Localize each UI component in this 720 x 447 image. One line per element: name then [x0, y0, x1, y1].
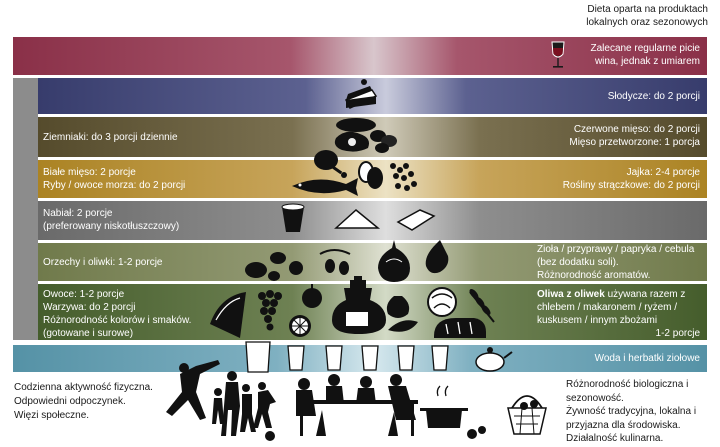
- potatoes-icon: [370, 130, 397, 153]
- fruit-right-2: chlebem / makaronem / ryżem /: [537, 302, 678, 313]
- water-glass-icon: [245, 341, 271, 373]
- legumes-icon: [390, 163, 417, 191]
- garlic-icon: [425, 240, 449, 274]
- bottom-right-4: przyjazna dla środowiska.: [566, 419, 681, 431]
- dairy-line-2: (preferowany niskotłuszczowy): [43, 221, 180, 232]
- nuts-left: Orzechy i oliwki: 1-2 porcje: [43, 257, 163, 268]
- fish-right: Jajka: 2-4 porcje Rośliny strączkowe: do…: [500, 166, 700, 192]
- cheese-icon: [334, 209, 436, 231]
- bread-icon: [434, 318, 486, 338]
- meat-right-1: Czerwone mięso: do 2 porcji: [573, 124, 700, 135]
- fruit-left: Owoce: 1-2 porcje Warzywa: do 2 porcji R…: [43, 288, 191, 340]
- bottom-right-1: Różnorodność biologiczna i: [566, 379, 689, 390]
- teapot-icon: [475, 347, 513, 372]
- bottom-left-2: Odpowiedni odpoczynek.: [14, 396, 126, 407]
- activity-people-icon: [166, 360, 276, 441]
- header-line-1: Dieta oparta na produktach: [587, 4, 708, 15]
- grapes-icon: [258, 290, 282, 331]
- fruit-left-2: Warzywa: do 2 porcji: [43, 302, 136, 313]
- dairy-line-1: Nabiał: 2 porcje: [43, 208, 113, 219]
- nuts-right-3: Różnorodność aromatów.: [537, 270, 651, 281]
- header-line-2: lokalnych oraz sezonowych: [586, 17, 708, 28]
- side-bar: [13, 78, 38, 340]
- sweets-label: Słodycze: do 2 porcji: [607, 91, 700, 102]
- water-glasses: [245, 341, 449, 373]
- family-dinner-icon: [296, 374, 418, 436]
- meat-right: Czerwone mięso: do 2 porcji Mięso przetw…: [500, 123, 700, 149]
- water-glass-icon: [397, 345, 415, 371]
- fruit-left-3: Różnorodność kolorów i smaków.: [43, 315, 192, 326]
- steak-icon: [334, 131, 369, 152]
- fish-left-1: Białe mięso: 2 porcje: [43, 167, 136, 178]
- eggs-icon: [358, 161, 383, 189]
- chicken-leg-icon: [314, 150, 347, 178]
- water-glass-icon: [431, 345, 449, 371]
- bottom-left-1: Codzienna aktywność fizyczna.: [14, 382, 153, 393]
- fish-right-2: Rośliny strączkowe: do 2 porcji: [562, 180, 700, 191]
- fish-left: Białe mięso: 2 porcje Ryby / owoce morza…: [43, 166, 185, 192]
- fruit-right-4: 1-2 porcje: [655, 328, 700, 339]
- band-water: [13, 345, 707, 372]
- basket-icon: [507, 395, 547, 435]
- olives-icon: [319, 249, 351, 275]
- fish-left-2: Ryby / owoce morza: do 2 porcji: [43, 180, 186, 191]
- water-glass-icon: [325, 345, 343, 371]
- nuts-right-1: Zioła / przyprawy / papryka / cebula: [537, 244, 695, 255]
- olive-oil-jar-icon: [332, 276, 386, 334]
- bottom-right-5: Działalność kulinarna.: [566, 433, 664, 444]
- nuts-right: Zioła / przyprawy / papryka / cebula (be…: [537, 243, 694, 282]
- meat-left: Ziemniaki: do 3 porcji dziennie: [43, 132, 178, 143]
- fruit-right-1: Oliwa z oliwek używana razem z: [537, 288, 685, 301]
- wine-line-2: wina, jednak z umiarem: [594, 56, 700, 67]
- water-glass-icon: [287, 345, 305, 371]
- wine-glass-icon: [551, 41, 565, 68]
- meat-right-2: Mięso przetworzone: 1 porcja: [569, 137, 700, 148]
- orange-icon: [289, 315, 311, 337]
- bottom-right-text: Różnorodność biologiczna i sezonowość. Ż…: [566, 378, 696, 446]
- bottom-right-2: sezonowość.: [566, 392, 624, 404]
- fruit-right-3: kuskusem / innym zbożami: [537, 315, 658, 326]
- artichoke-icon: [386, 296, 418, 332]
- band-dairy: [38, 201, 707, 240]
- apple-icon: [302, 284, 322, 308]
- cooking-pot-icon: [420, 385, 486, 439]
- band-wine: [13, 37, 707, 75]
- wheat-icon: [469, 289, 495, 323]
- water-glass-icon: [361, 345, 379, 371]
- olive-oil-rest: używana razem z: [604, 289, 686, 300]
- cake-slice-icon: [344, 79, 378, 109]
- olive-oil-bold: Oliwa z oliwek: [537, 289, 605, 300]
- bottom-right-3: Żywność tradycyjna, lokalna i: [566, 406, 697, 417]
- bottom-left-text: Codzienna aktywność fizyczna. Odpowiedni…: [14, 381, 153, 423]
- water-label: Woda i herbatki ziołowe: [594, 353, 700, 364]
- fruit-left-4: (gotowane i surowe): [43, 328, 134, 339]
- nuts-right-2: (bez dodatku soli).: [537, 257, 619, 268]
- dairy-text: Nabiał: 2 porcje (preferowany niskotłusz…: [43, 207, 179, 233]
- bottom-left-3: Więzi społeczne.: [14, 410, 90, 421]
- yogurt-icon: [281, 203, 305, 232]
- header-note: Dieta oparta na produktach lokalnych ora…: [538, 3, 708, 29]
- cabbage-icon: [427, 287, 457, 317]
- fruit-left-1: Owoce: 1-2 porcje: [43, 289, 125, 300]
- band-nuts: [38, 243, 707, 281]
- fish-right-1: Jajka: 2-4 porcje: [626, 167, 700, 178]
- wine-line-1: Zalecane regularne picie: [590, 43, 700, 54]
- onion-icon: [378, 240, 410, 282]
- fruit-right: Oliwa z oliwek używana razem z chlebem /…: [537, 288, 685, 327]
- sausage-icon: [336, 118, 376, 132]
- wine-text: Zalecane regularne picie wina, jednak z …: [500, 42, 700, 68]
- nuts-icon: [245, 252, 303, 281]
- watermelon-icon: [210, 292, 246, 338]
- fish-icon: [292, 178, 358, 196]
